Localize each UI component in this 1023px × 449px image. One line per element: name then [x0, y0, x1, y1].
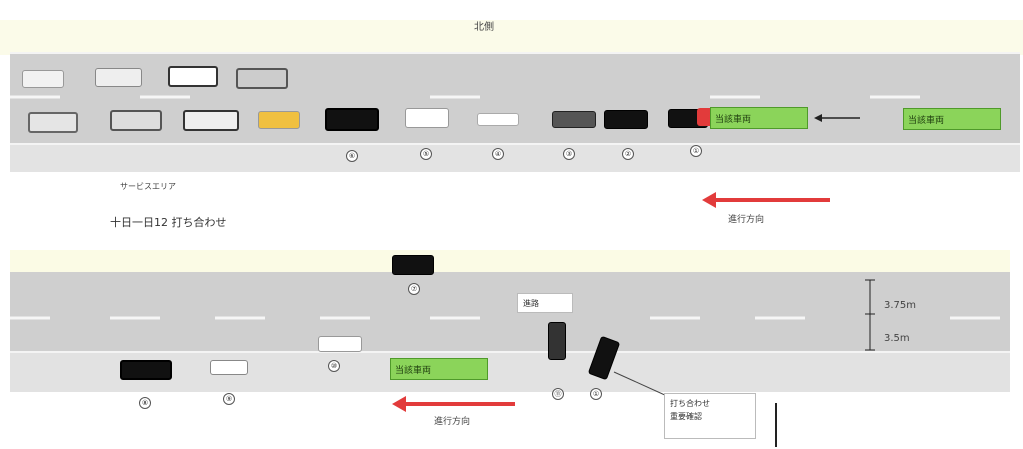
car	[168, 66, 218, 87]
note-line-2: 重要確認	[670, 412, 702, 421]
mid-caption: 十日一日12 打ち合わせ	[110, 216, 227, 229]
car	[604, 110, 648, 129]
lane-width-indicator-icon	[865, 279, 875, 351]
direction-label-top: 進行方向	[728, 215, 765, 225]
top-shoulder	[10, 144, 1020, 172]
circle-number: ④	[492, 148, 504, 160]
car	[120, 360, 172, 380]
direction-label-bottom: 進行方向	[434, 417, 471, 427]
circle-number: ⑧	[139, 397, 151, 409]
top-road-edge-lower	[10, 143, 1020, 145]
car-turning	[548, 322, 566, 360]
circle-number: ①	[690, 145, 702, 157]
car	[28, 112, 78, 133]
top-title: 北側	[474, 22, 494, 33]
circle-number: ⑥	[346, 150, 358, 162]
car	[405, 108, 449, 128]
circle-number: ⑩	[328, 360, 340, 372]
bottom-road	[10, 272, 1010, 352]
lane-width-2: 3.5m	[884, 333, 910, 344]
car	[183, 110, 239, 131]
car	[210, 360, 248, 375]
lead-vehicle-bottom-label: 当該車両	[390, 358, 488, 380]
circle-number: ②	[622, 148, 634, 160]
note-box: 打ち合わせ 重要確認	[664, 393, 756, 439]
small-box-label: 進路	[517, 293, 573, 313]
lane-width-1: 3.75m	[884, 300, 917, 311]
car	[325, 108, 379, 131]
divider-bar	[775, 403, 777, 447]
lead-vehicle-label: 当該車両	[710, 107, 808, 129]
bottom-road-edge	[10, 351, 1010, 353]
top-road-edge	[10, 52, 1020, 54]
car	[392, 255, 434, 275]
car	[22, 70, 64, 88]
service-area-label: サービスエリア	[120, 182, 176, 191]
top-margin-band	[0, 20, 1023, 55]
car	[95, 68, 142, 87]
bottom-shoulder	[10, 352, 1010, 392]
circle-number: ⑤	[420, 148, 432, 160]
note-line-1: 打ち合わせ	[670, 399, 710, 408]
direction-arrow-icon	[702, 192, 830, 208]
bottom-margin-band	[10, 250, 1010, 272]
other-vehicle-label: 当該車両	[903, 108, 1001, 130]
car	[552, 111, 596, 128]
car	[318, 336, 362, 352]
circle-number: ⑦	[408, 283, 420, 295]
car-yellow	[258, 111, 300, 129]
back-arrow-icon	[814, 114, 860, 122]
car	[110, 110, 162, 131]
direction-arrow-bottom-icon	[392, 396, 515, 412]
circle-number: ⑪	[552, 388, 564, 400]
callout-line	[613, 371, 668, 397]
car	[477, 113, 519, 126]
top-lane-markings	[10, 95, 920, 99]
bottom-lane-markings	[10, 316, 1000, 320]
circle-number: ③	[563, 148, 575, 160]
circle-number: ⑨	[223, 393, 235, 405]
car	[236, 68, 288, 89]
circle-number: ①	[590, 388, 602, 400]
